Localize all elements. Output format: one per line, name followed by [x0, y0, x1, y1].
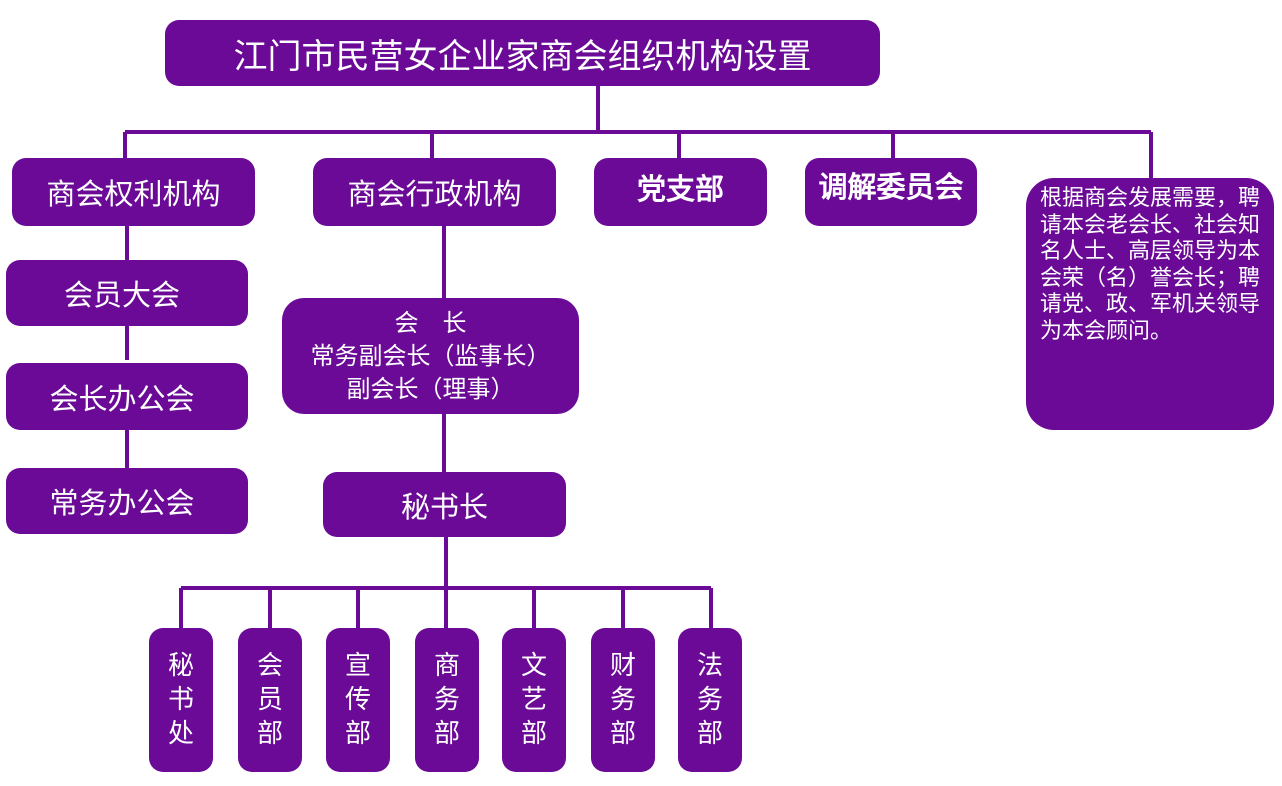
- dept-char: 务: [433, 685, 460, 715]
- dept-char: 处: [167, 719, 194, 749]
- dept-publicity: 宣 传 部: [326, 628, 390, 772]
- members-assembly-box: 会员大会: [6, 260, 248, 326]
- dept-char: 艺: [520, 685, 547, 715]
- leadership-president: 会 长: [394, 308, 467, 337]
- party-branch-box: 党支部: [594, 158, 767, 226]
- dept-char: 部: [256, 719, 283, 749]
- dept-membership: 会 员 部: [238, 628, 302, 772]
- admin-org-box: 商会行政机构: [313, 158, 556, 226]
- dept-char: 部: [696, 719, 723, 749]
- dept-char: 部: [433, 719, 460, 749]
- chart-title: 江门市民营女企业家商会组织机构设置: [165, 20, 880, 86]
- secretary-general-box: 秘书长: [323, 472, 566, 537]
- party-branch-label: 党支部: [636, 172, 724, 206]
- dept-legal: 法 务 部: [678, 628, 742, 772]
- dept-char: 务: [696, 685, 723, 715]
- dept-char: 部: [344, 719, 371, 749]
- members-assembly-label: 会员大会: [63, 278, 180, 312]
- dept-finance: 财 务 部: [591, 628, 655, 772]
- dept-char: 法: [696, 651, 723, 681]
- dept-char: 商: [433, 651, 460, 681]
- dept-char: 员: [256, 685, 283, 715]
- leadership-vice: 副会长（理事）: [346, 374, 515, 403]
- dept-char: 传: [344, 685, 371, 715]
- dept-char: 宣: [344, 651, 371, 681]
- dept-char: 秘: [167, 651, 194, 681]
- rights-org-label: 商会权利机构: [46, 177, 221, 211]
- dept-char: 会: [256, 651, 283, 681]
- secretary-general-label: 秘书长: [400, 489, 488, 524]
- chart-title-text: 江门市民营女企业家商会组织机构设置: [233, 36, 812, 77]
- advisors-note-box: 根据商会发展需要，聘请本会老会长、社会知名人士、高层领导为本会荣（名）誉会长；聘…: [1026, 178, 1274, 430]
- dept-char: 财: [609, 651, 636, 681]
- dept-arts: 文 艺 部: [502, 628, 566, 772]
- mediation-label: 调解委员会: [818, 170, 964, 204]
- dept-char: 务: [609, 685, 636, 715]
- dept-char: 书: [167, 685, 194, 715]
- mediation-box: 调解委员会: [805, 158, 977, 226]
- admin-org-label: 商会行政机构: [347, 177, 522, 211]
- president-meeting-box: 会长办公会: [6, 363, 248, 430]
- dept-secretariat: 秘 书 处: [149, 628, 213, 772]
- dept-char: 部: [520, 719, 547, 749]
- leadership-box: 会 长 常务副会长（监事长） 副会长（理事）: [282, 298, 579, 414]
- standing-meeting-label: 常务办公会: [49, 486, 195, 520]
- leadership-vice-executive: 常务副会长（监事长）: [310, 341, 551, 370]
- dept-business: 商 务 部: [415, 628, 479, 772]
- advisors-note-text: 根据商会发展需要，聘请本会老会长、社会知名人士、高层领导为本会荣（名）誉会长；聘…: [1040, 186, 1261, 344]
- standing-meeting-box: 常务办公会: [6, 468, 248, 534]
- dept-char: 文: [520, 651, 547, 681]
- rights-org-box: 商会权利机构: [12, 158, 255, 226]
- president-meeting-label: 会长办公会: [49, 381, 195, 416]
- dept-char: 部: [609, 719, 636, 749]
